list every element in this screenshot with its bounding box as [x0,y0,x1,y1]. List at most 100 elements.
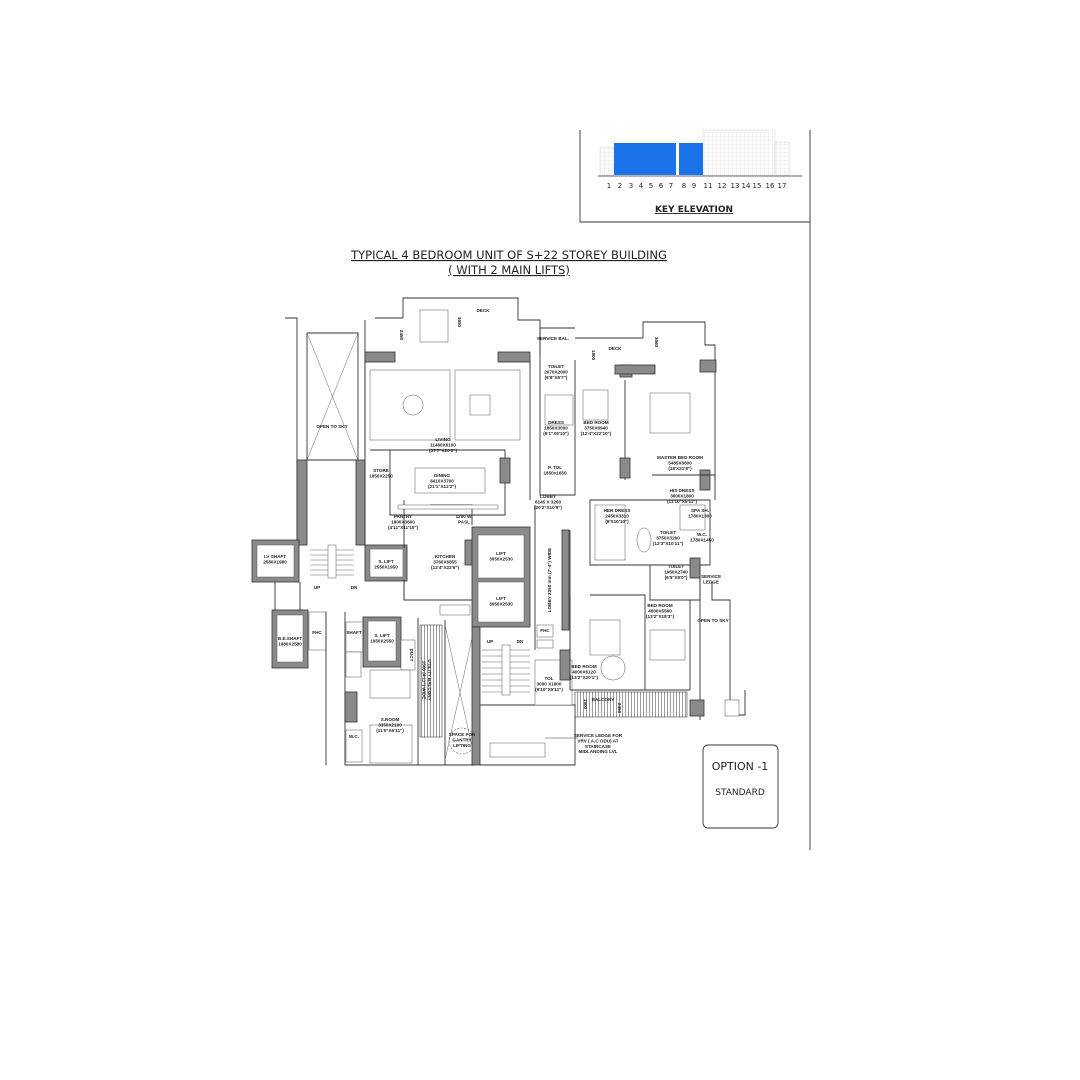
label-fhc: FHC [312,630,322,635]
label-w-pass: 1200 W.PASL [456,514,473,524]
room-dimension: LEDGE [703,579,719,584]
room-name: LOBBY [540,494,556,499]
room-name: UTILITY BALCONY [427,659,432,700]
highlighted-floors-8-9 [679,143,703,175]
room-name: DN [517,639,524,644]
floor-number: 7 [669,182,673,190]
room-dimension: LIFTING [453,743,471,748]
label-deck-dimension: 1800 [591,350,596,361]
floor-number: 14 [742,182,751,190]
room-dimension: (21'1"X12'2") [428,484,456,489]
room-name: SERVICE LEDGE FOR [574,733,623,738]
option-label: OPTION -1 [712,760,769,773]
label-stair-up: UP [487,639,493,644]
room-dimension: 1950X2740 [664,569,688,574]
room-name: SPACE FOR [449,732,476,737]
room-name: UP [314,585,320,590]
room-name: S.ROOM [381,717,400,722]
room-name: LIVING [435,437,451,442]
floor-number: 16 [766,182,775,190]
room-dimension: (12'4"X22'10") [581,431,612,436]
room-name: HIS DRESS [670,488,695,493]
room-name: DINING [434,473,451,478]
room-name: 2450 [617,703,622,714]
room-name: HER DRESS [604,508,631,513]
label-fhc: FHC [540,628,550,633]
room-dimension: (11'0"X6'11") [376,728,404,733]
room-dimension: 2580X1980 [263,559,287,564]
room-name: B.E.SHAFT [278,636,302,641]
room-dimension: (37'7"X20'0") [429,448,457,453]
room-dimension: (9'10"X5'11") [535,687,563,692]
room-dimension: 3600X1800 [670,493,694,498]
room-name: OPEN TO SKY [697,618,728,623]
label-open-to-sky: OPEN TO SKY [697,618,728,623]
room-name: 2450 [399,330,404,341]
floor-number: 15 [753,182,762,190]
room-name: 1200 W. [456,514,473,519]
room-dimension: (12'3"X10'11") [653,541,684,546]
room-dimension: 3750X6940 [584,425,608,430]
floor-number: 6 [659,182,664,190]
label-balcony-dimension: 1500 [583,699,588,710]
floor-number: 9 [692,182,696,190]
label-wc: W.C. [349,734,359,739]
room-dimension: (4'11"X11'10") [388,525,419,530]
room-name: TOILET [548,364,564,369]
room-name: LIFT [496,551,506,556]
label-duct: DUCT [409,649,414,662]
room-name: DN [351,585,358,590]
room-dimension: (6'5"X9'0") [665,575,688,580]
room-dimension: 11460X6100 [430,442,456,447]
room-dimension: GANTRY [452,737,471,742]
room-name: W.C. [349,734,359,739]
room-name: BED ROOM [583,420,608,425]
room-name: LV SHAFT [264,554,286,559]
room-name: BED ROOM [571,664,596,669]
floor-number: 3 [629,182,633,190]
label-stair-down: DN [351,585,358,590]
label-deck-dimension: 2450 [399,330,404,341]
room-dimension: 4000X5560 [648,608,672,613]
room-name: LOBBY 2250 mm (7'-4") WIDE [547,548,552,612]
room-dimension: 4000X6120 [572,669,596,674]
room-dimension: VRV ( A.C ODU) AT [577,738,618,743]
room-dimension: 1950X2550 [370,638,394,643]
room-dimension: 1850x1650 [544,470,567,475]
label-stair-down: DN [517,639,524,644]
room-dimension: (11'10"X5'11") [667,499,698,504]
room-name: TOL [544,676,553,681]
room-dimension: (6'9"X6'7") [545,375,568,380]
room-name: FHC [540,628,550,633]
room-dimension: 2450X3310 [605,513,629,518]
room-name: UP [487,639,493,644]
label-service-balcony: SERVICE BAL. [537,336,569,341]
room-dimension: 3050X2530 [489,601,513,606]
room-dimension: 1850X2250 [369,473,393,478]
label-stair-up: UP [314,585,320,590]
plan-walls [251,297,746,766]
room-dimension: 3350X2100 [378,722,402,727]
label-balcony: BALCONY [592,697,615,702]
room-name: STORE [373,468,389,473]
room-name: BALCONY [592,697,615,702]
room-dimension: 6145 X 3260 [535,499,562,504]
room-dimension: (8'X10'10") [605,519,629,524]
